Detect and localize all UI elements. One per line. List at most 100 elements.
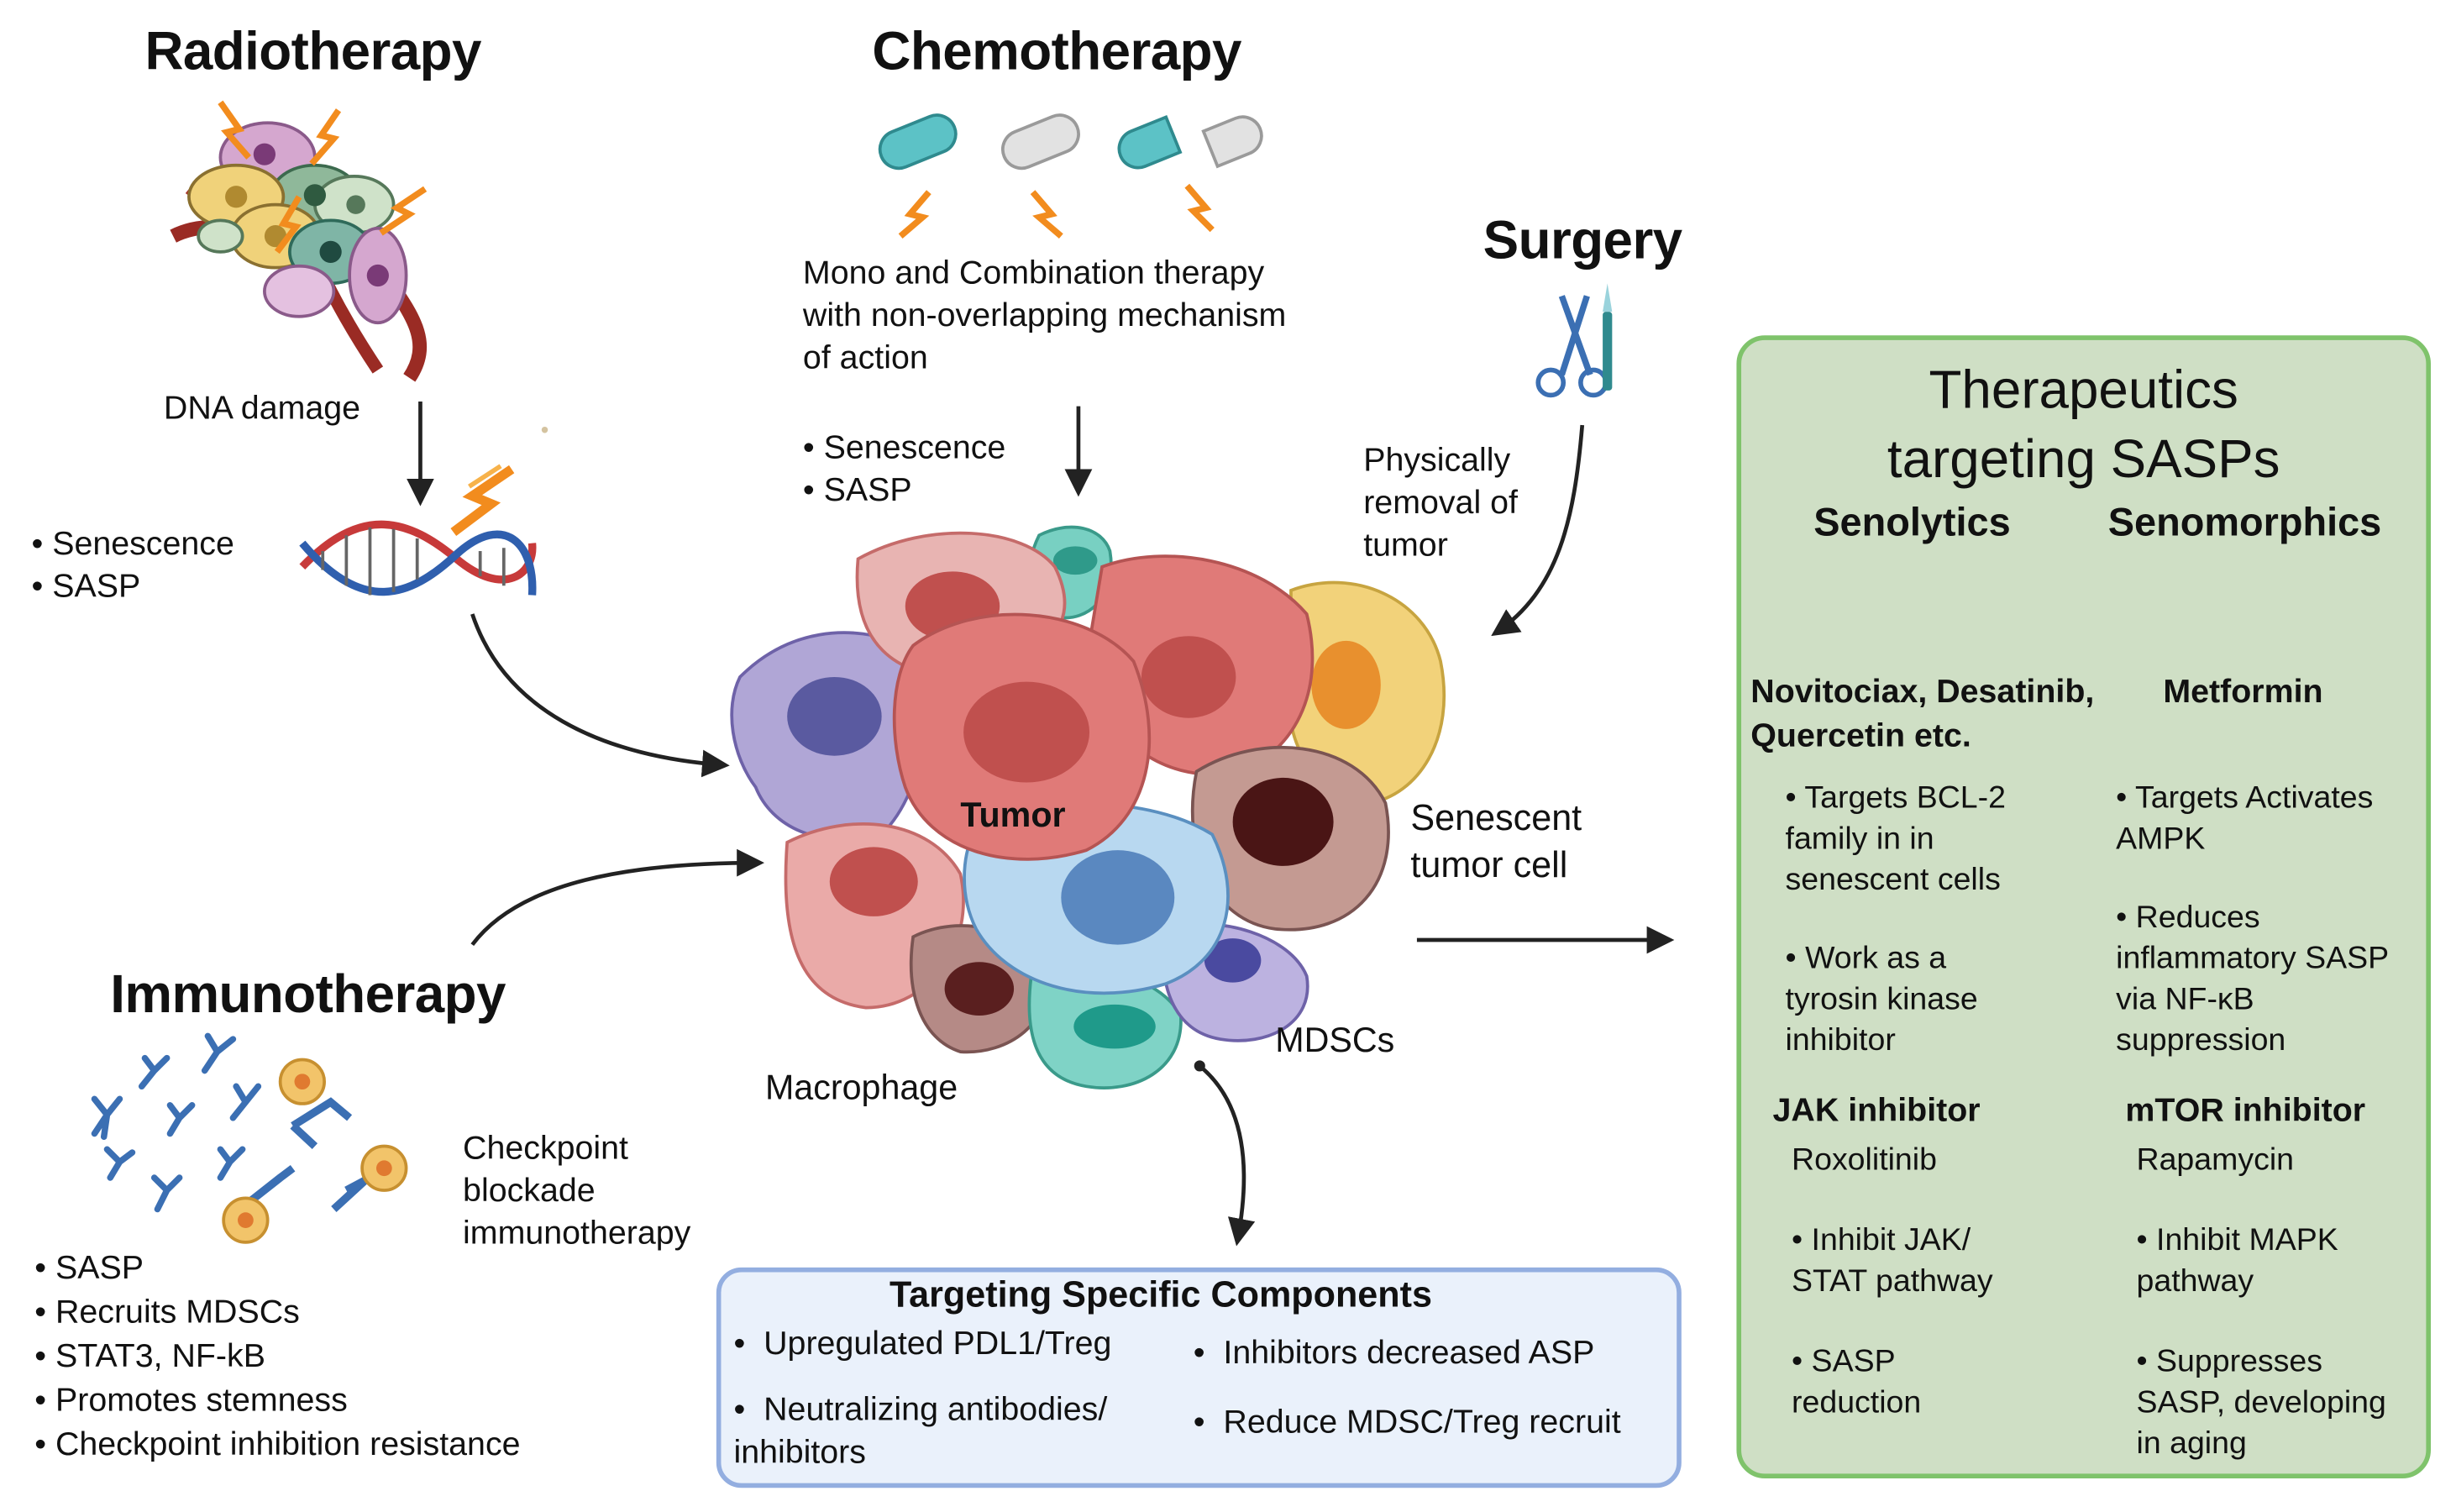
point-line: tyrosin kinase xyxy=(1785,982,1978,1017)
arrow-surgery-to-tumor xyxy=(1491,424,1585,637)
dna-damage-label: DNA damage xyxy=(163,390,361,427)
senomorphics-drugs: Metformin xyxy=(2163,674,2323,711)
chemotherapy-pills-icon xyxy=(878,113,1263,239)
chemo-desc-line: with non-overlapping mechanism xyxy=(802,297,1287,334)
senolytics-drug-line: Quercetin etc. xyxy=(1750,717,1971,754)
tumor-cluster-icon xyxy=(730,525,1446,1089)
senolytics-title: Senolytics xyxy=(1813,501,2011,545)
point-line: • Inhibit JAK/ xyxy=(1792,1223,1971,1258)
point-line: in aging xyxy=(2136,1426,2247,1462)
point-line: STAT pathway xyxy=(1792,1264,1993,1299)
mtor-drug: Rapamycin xyxy=(2136,1142,2295,1179)
mdsc-label: MDSCs xyxy=(1275,1020,1395,1060)
point-line: pathway xyxy=(2136,1264,2254,1299)
tumor-label: Tumor xyxy=(960,795,1066,835)
arrow-immuno-to-tumor xyxy=(470,848,765,947)
immuno-effect: • Checkpoint inhibition resistance xyxy=(34,1426,521,1463)
point-line: family in in xyxy=(1785,822,1934,857)
heading-chemotherapy: Chemotherapy xyxy=(872,22,1241,82)
arrow-dna-to-tumor xyxy=(470,613,730,778)
checkpoint-blockade-label: Checkpoint blockade immunotherapy xyxy=(463,1127,690,1255)
surgery-desc-line: Physically xyxy=(1363,442,1511,479)
point-line: senescent cells xyxy=(1785,863,2001,898)
targeting-item-inhibitors: • Inhibitors decreased ASP xyxy=(1193,1335,1595,1372)
therapeutics-title-line: Therapeutics xyxy=(1929,360,2238,421)
surgery-desc-line: tumor xyxy=(1363,527,1448,564)
therapeutics-title-line: targeting SASPs xyxy=(1887,429,2280,490)
targeting-item-text: inhibitors xyxy=(733,1434,866,1471)
surgery-scissors-icon xyxy=(1535,283,1613,398)
point-line: • Targets BCL-2 xyxy=(1785,780,2006,816)
point-line: • Suppresses xyxy=(2136,1344,2323,1379)
surgery-description: Physically removal of tumor xyxy=(1363,439,1518,567)
surgery-desc-line: removal of xyxy=(1363,485,1518,522)
senescent-tumor-cell-label: Senescent tumor cell xyxy=(1410,794,1582,888)
jak-inhibitor-title: JAK inhibitor xyxy=(1772,1092,1981,1129)
point-line: • SASP xyxy=(1792,1344,1896,1379)
point-line: • Targets Activates xyxy=(2116,780,2374,816)
immune-cells-icon xyxy=(222,1058,408,1244)
targeting-components-box xyxy=(716,1267,1682,1488)
immunotherapy-effects: • SASP • Recruits MDSCs • STAT3, NF-kB •… xyxy=(34,1247,520,1467)
heading-immunotherapy: Immunotherapy xyxy=(110,964,506,1026)
point-line: AMPK xyxy=(2116,822,2206,857)
macrophage-label: Macrophage xyxy=(764,1067,958,1107)
radiotherapy-outcome: • Senescence xyxy=(31,526,234,563)
mtor-inhibitor-title: mTOR inhibitor xyxy=(2125,1092,2366,1129)
senolytics-point-tki: • Work as a tyrosin kinase inhibitor xyxy=(1786,938,1978,1061)
senescent-label-line: Senescent xyxy=(1410,796,1582,838)
targeting-item-pdl1: • Upregulated PDL1/Treg xyxy=(733,1326,1112,1362)
targeting-title: Targeting Specific Components xyxy=(890,1273,1432,1315)
chemo-outcome: • Senescence xyxy=(802,429,1006,466)
point-line: SASP, developing xyxy=(2136,1385,2386,1420)
targeting-item-text: Upregulated PDL1/Treg xyxy=(764,1326,1112,1362)
arrow-tumor-to-targeting xyxy=(1198,1064,1256,1247)
immuno-effect: • Promotes stemness xyxy=(34,1382,348,1419)
point-line: • Reduces xyxy=(2116,900,2260,936)
radiotherapy-cells-icon xyxy=(170,100,428,382)
point-line: inhibitor xyxy=(1785,1023,1896,1058)
immuno-effect: • Recruits MDSCs xyxy=(34,1294,300,1331)
senolytics-point-bcl2: • Targets BCL-2 family in in senescent c… xyxy=(1786,778,2006,900)
radiotherapy-outcome: • SASP xyxy=(31,568,141,605)
checkpoint-line: blockade xyxy=(463,1173,596,1210)
heading-surgery: Surgery xyxy=(1483,211,1682,271)
therapeutics-title: Therapeutics targeting SASPs xyxy=(1736,356,2431,495)
therapeutics-panel xyxy=(1736,335,2432,1479)
senolytics-drug-line: Novitociax, Desatinib, xyxy=(1750,674,2095,711)
chemotherapy-outcomes: • Senescence • SASP xyxy=(803,427,1005,512)
checkpoint-line: Checkpoint xyxy=(463,1130,628,1167)
chemo-outcome: • SASP xyxy=(802,472,912,509)
targeting-item-text: Inhibitors decreased ASP xyxy=(1223,1335,1595,1372)
senomorphics-title: Senomorphics xyxy=(2107,501,2382,545)
checkpoint-line: immunotherapy xyxy=(463,1215,691,1252)
point-line: inflammatory SASP xyxy=(2116,941,2390,977)
point-line: suppression xyxy=(2116,1023,2286,1058)
senomorphics-point-ampk: • Targets Activates AMPK xyxy=(2116,778,2373,859)
immuno-effect: • STAT3, NF-kB xyxy=(34,1338,266,1375)
targeting-item-text: Neutralizing antibodies/ xyxy=(764,1391,1108,1429)
jak-drug: Roxolitinib xyxy=(1792,1142,1937,1179)
point-line: • Inhibit MAPK xyxy=(2136,1223,2338,1258)
point-line: reduction xyxy=(1792,1385,1922,1420)
senolytics-drugs: Novitociax, Desatinib, Quercetin etc. xyxy=(1750,670,2094,759)
chemotherapy-description: Mono and Combination therapy with non-ov… xyxy=(803,252,1286,380)
targeting-item-mdsc: • Reduce MDSC/Treg recruit xyxy=(1193,1404,1621,1441)
jak-point-stat: • Inhibit JAK/ STAT pathway xyxy=(1792,1221,1993,1302)
targeting-item-antibodies: • Neutralizing antibodies/ inhibitors xyxy=(733,1389,1107,1473)
immuno-effect: • SASP xyxy=(34,1250,144,1287)
jak-point-sasp: • SASP reduction xyxy=(1792,1341,1921,1423)
mtor-point-aging: • Suppresses SASP, developing in aging xyxy=(2137,1341,2386,1464)
senescent-label-line: tumor cell xyxy=(1410,843,1568,885)
dna-helix-icon xyxy=(299,464,537,596)
targeting-item-text: Reduce MDSC/Treg recruit xyxy=(1223,1404,1621,1441)
radiotherapy-outcomes: • Senescence • SASP xyxy=(31,522,234,607)
chemo-desc-line: Mono and Combination therapy xyxy=(802,255,1265,291)
point-line: via NF-κB xyxy=(2116,982,2254,1017)
chemo-desc-line: of action xyxy=(802,339,928,376)
antibodies-icon xyxy=(91,1032,262,1213)
point-line: • Work as a xyxy=(1785,941,1947,977)
heading-radiotherapy: Radiotherapy xyxy=(144,22,481,82)
senomorphics-point-nfkb: • Reduces inflammatory SASP via NF-κB su… xyxy=(2116,897,2389,1061)
